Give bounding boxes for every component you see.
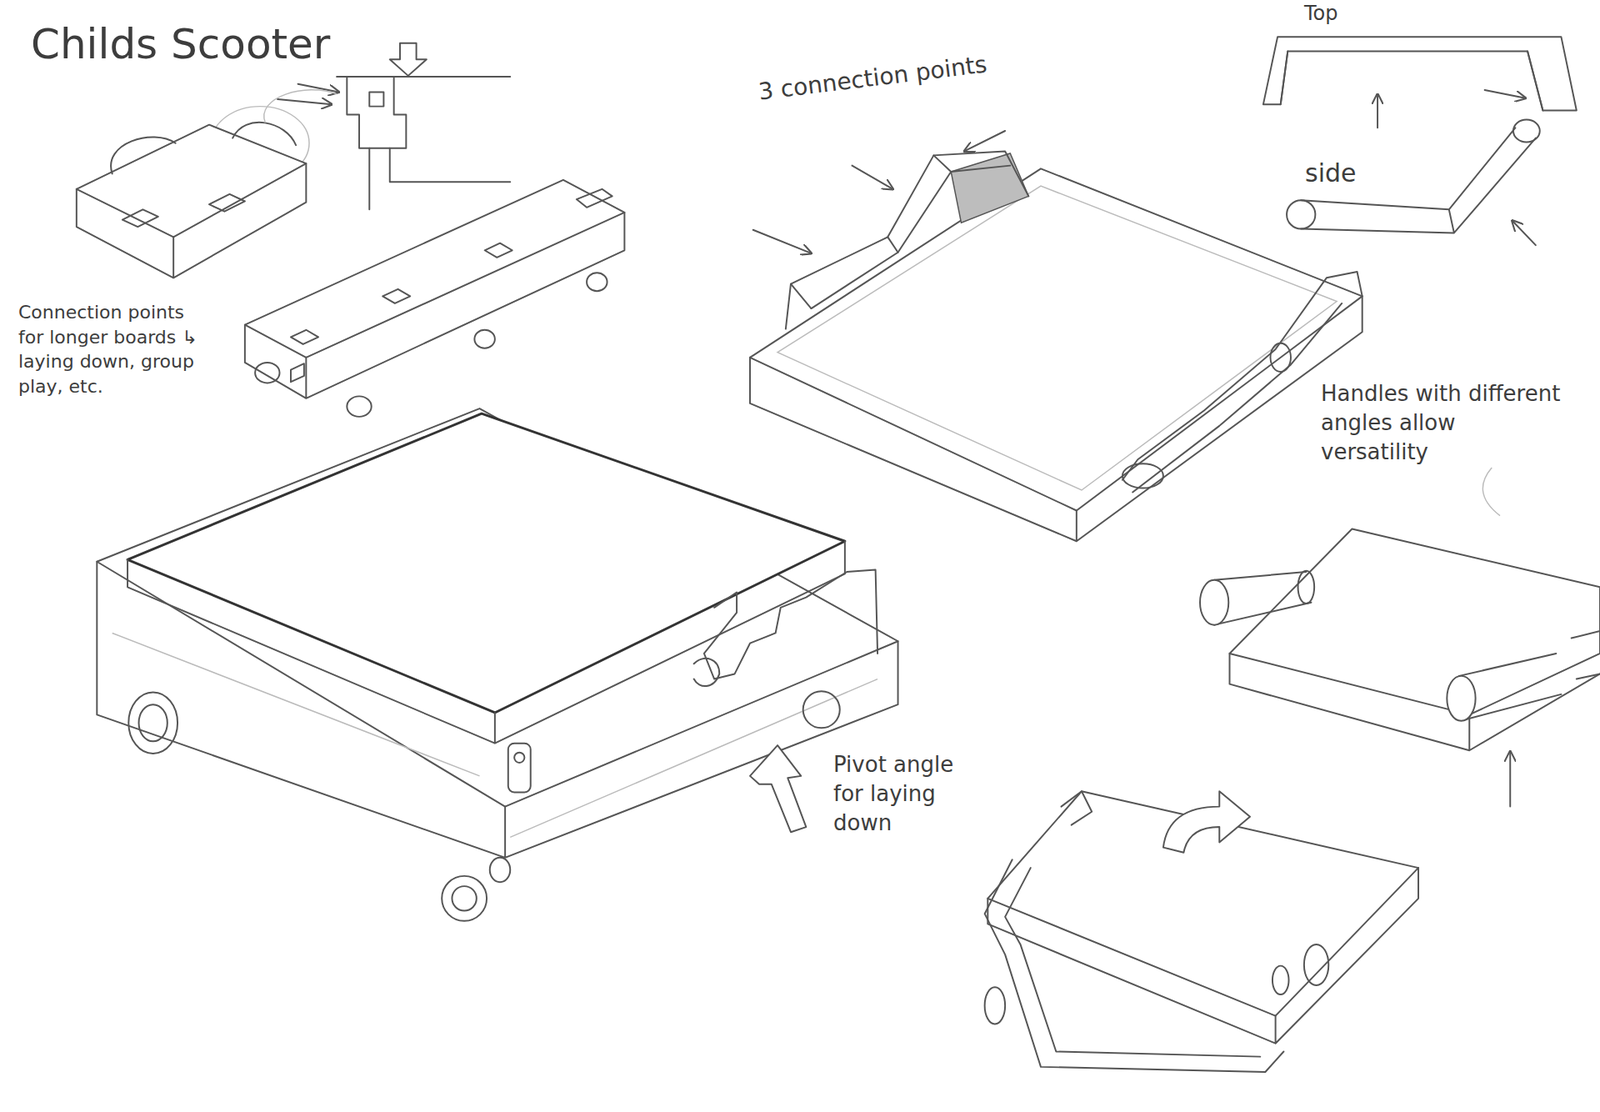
- handle-board-sketch-stroke: [750, 295, 1363, 541]
- long-board-sketch-stroke: [382, 289, 410, 304]
- raised-handle-sketch-stroke: [1459, 653, 1561, 720]
- handle-views-stroke: [1286, 200, 1315, 229]
- handle-board-sketch-stroke: [790, 155, 951, 309]
- sketch-title: Childs Scooter: [30, 16, 330, 74]
- pivot-board-sketch-stroke: [704, 570, 878, 680]
- long-board-sketch-stroke: [290, 330, 319, 345]
- pivot-board-sketch-stroke: [128, 691, 178, 753]
- handle-board-sketch-stroke: [1132, 303, 1342, 493]
- pivot-board-sketch-stroke: [490, 857, 510, 882]
- handle-board-sketch-stroke: [851, 165, 893, 190]
- connection-detail-stroke: [346, 76, 406, 149]
- pivot-board-sketch-stroke: [441, 875, 487, 921]
- handle-board-sketch-stroke: [1270, 343, 1290, 372]
- connection-detail-stroke: [277, 99, 332, 105]
- raised-handle-sketch-stroke: [1571, 630, 1600, 680]
- connection-detail-stroke: [336, 75, 510, 78]
- handle-views-stroke: [1280, 50, 1544, 110]
- small-board-sketch-stroke: [209, 194, 245, 212]
- raised-handle-sketch-stroke: [1230, 529, 1600, 715]
- raised-handle-sketch: [1200, 467, 1600, 807]
- pivot-board-sketch-stroke: [750, 745, 806, 832]
- handle-views-stroke: [1376, 94, 1379, 128]
- handle-views-stroke: [1485, 90, 1526, 99]
- pivot-board-sketch-stroke: [451, 885, 476, 910]
- pivot-board-sketch-stroke: [127, 540, 845, 743]
- long-board-sketch-stroke: [474, 330, 495, 349]
- folding-handle-sketch-stroke: [985, 986, 1005, 1024]
- handle-board-sketch-stroke: [777, 185, 1337, 490]
- folding-handle-sketch-stroke: [1005, 867, 1260, 1057]
- note-label: 3 connection points: [756, 48, 989, 108]
- folding-handle-sketch-stroke: [1060, 790, 1092, 825]
- small-board-sketch: [76, 106, 310, 279]
- handle-views-stroke: [1263, 36, 1577, 110]
- raised-handle-sketch-stroke: [1200, 580, 1229, 625]
- long-board-sketch-stroke: [576, 189, 613, 208]
- pivot-board-sketch-stroke: [803, 690, 840, 728]
- folding-handle-sketch-stroke: [987, 790, 1419, 1015]
- folding-handle-sketch-stroke: [987, 867, 1419, 1044]
- raised-handle-sketch-stroke: [1298, 570, 1315, 604]
- long-board-sketch-stroke: [245, 212, 625, 399]
- small-board-sketch-stroke: [122, 209, 159, 227]
- handle-board-sketch-stroke: [964, 130, 1005, 151]
- folding-handle-sketch-stroke: [985, 859, 1285, 1072]
- raised-handle-sketch-stroke: [1230, 653, 1600, 750]
- handle-board-sketch: [750, 130, 1363, 541]
- handle-board-sketch-stroke: [810, 165, 1010, 309]
- handle-board-sketch-stroke: [1122, 463, 1164, 488]
- small-board-sketch-stroke: [76, 163, 307, 278]
- raised-handle-sketch-stroke: [1482, 467, 1500, 516]
- long-board-sketch-stroke: [290, 363, 305, 382]
- note-label: Connection points for longer boards ↳ la…: [18, 300, 212, 400]
- raised-handle-sketch-stroke: [1446, 675, 1475, 721]
- note-label: Handles with different angles allow vers…: [1320, 379, 1565, 467]
- pivot-board-sketch-stroke: [139, 704, 168, 741]
- long-board-sketch-stroke: [346, 395, 371, 416]
- long-board-sketch-stroke: [245, 180, 625, 358]
- long-board-sketch: [245, 180, 625, 417]
- connection-detail-stroke: [390, 43, 427, 76]
- handle-board-sketch-stroke: [950, 153, 1029, 223]
- pivot-board-sketch: [96, 408, 898, 921]
- folding-handle-sketch-stroke: [1272, 965, 1290, 995]
- long-board-sketch-stroke: [255, 362, 280, 383]
- pivot-board-sketch-stroke: [694, 658, 720, 686]
- raised-handle-sketch-stroke: [1509, 750, 1511, 806]
- note-label: Pivot angle for laying down: [833, 750, 977, 838]
- small-board-sketch-stroke: [76, 125, 307, 238]
- handle-views-stroke: [1512, 220, 1536, 245]
- connection-detail-stroke: [298, 84, 340, 93]
- connection-detail-stroke: [369, 91, 384, 106]
- long-board-sketch-stroke: [586, 272, 607, 291]
- long-board-sketch-stroke: [485, 243, 513, 258]
- handle-views-stroke: [1300, 127, 1536, 233]
- note-label: Top: [1304, 0, 1339, 27]
- note-label: side: [1305, 156, 1356, 191]
- handle-views: [1263, 36, 1577, 245]
- handle-board-sketch-stroke: [753, 230, 812, 254]
- folding-handle-sketch-stroke: [1304, 944, 1329, 985]
- pivot-board-sketch-stroke: [514, 752, 525, 763]
- folding-handle-sketch: [985, 790, 1419, 1072]
- handle-board-sketch-stroke: [785, 150, 1029, 329]
- small-board-sketch-stroke: [110, 122, 296, 175]
- handle-board-sketch-stroke: [750, 168, 1363, 510]
- connection-detail-stroke: [369, 148, 510, 210]
- pivot-board-sketch-stroke: [508, 743, 531, 793]
- handle-views-stroke: [1513, 120, 1540, 143]
- folding-handle-sketch-stroke: [1163, 790, 1250, 852]
- connection-detail-stroke: [264, 90, 337, 123]
